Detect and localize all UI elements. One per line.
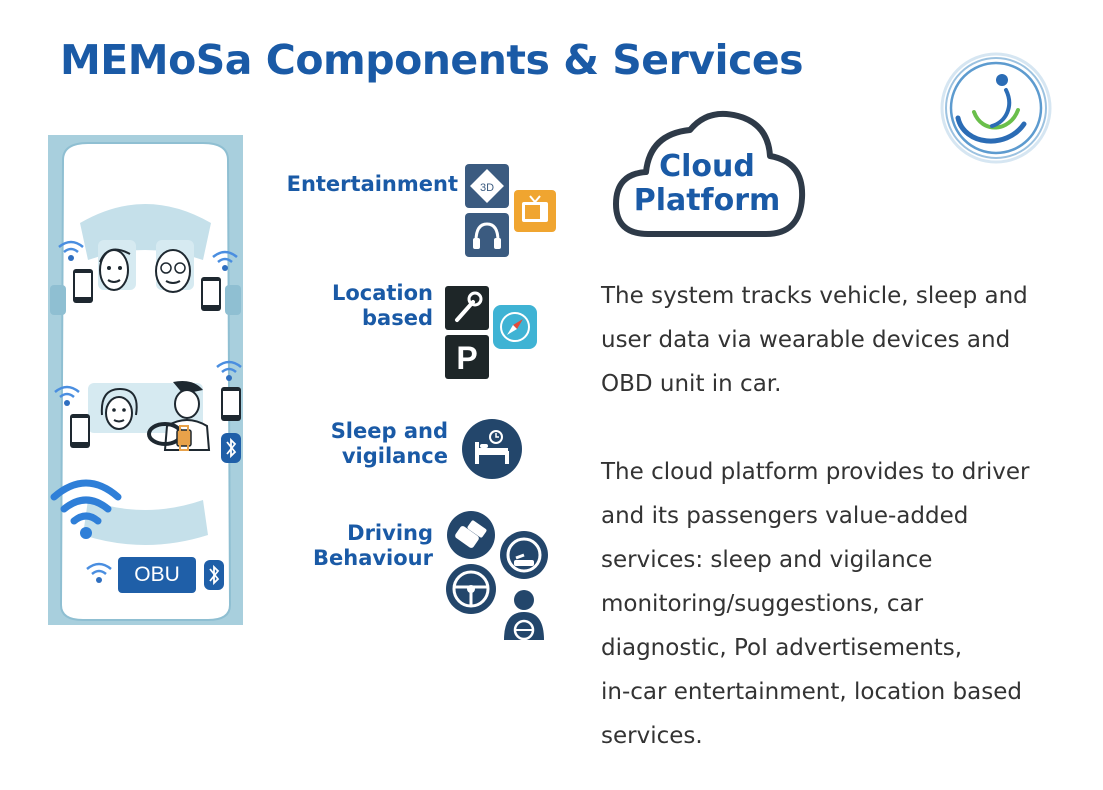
smartphone-icon <box>201 277 221 311</box>
parking-letter: P <box>456 340 477 376</box>
memosa-logo <box>940 52 1052 164</box>
wifi-icon <box>212 250 238 271</box>
text-line: The cloud platform provides to driver <box>601 459 1030 485</box>
text-line: The system tracks vehicle, sleep and <box>601 283 1028 309</box>
smartphone-icon <box>221 387 241 421</box>
woman-passenger-icon <box>100 387 138 430</box>
elderly-passenger-icon <box>155 249 191 293</box>
driver-with-watch-icon <box>147 381 211 451</box>
seatbelt-icon <box>447 511 495 559</box>
wifi-icon <box>58 240 84 261</box>
cloud-icon <box>613 110 806 237</box>
speedometer-icon <box>500 531 548 579</box>
category-entertainment: Entertainment <box>287 172 458 197</box>
obu-label: OBU <box>134 563 180 586</box>
text-line: diagnostic, PoI advertisements, <box>601 635 963 661</box>
bluetooth-icon <box>221 433 241 463</box>
tv-icon <box>514 190 556 232</box>
category-sleep-vigilance: Sleep and vigilance <box>331 419 448 469</box>
text-line: OBD unit in car. <box>601 371 782 397</box>
description-paragraph-2: The cloud platform provides to driver an… <box>601 450 1071 758</box>
smartphone-icon <box>70 414 90 448</box>
compass-icon <box>493 305 537 349</box>
3d-icon: 3D <box>465 164 509 208</box>
driver-icon <box>504 590 544 641</box>
wrench-icon <box>445 286 489 330</box>
category-driving-behaviour: Driving Behaviour <box>313 521 433 571</box>
description-paragraph-1: The system tracks vehicle, sleep and use… <box>601 274 1071 406</box>
cloud-label-line2: Platform <box>633 183 781 218</box>
sleep-label-line2: vigilance <box>341 444 448 468</box>
text-line: and its passengers value-added <box>601 503 969 529</box>
sleep-label-line1: Sleep and <box>330 419 448 443</box>
cloud-platform-label: Cloud Platform <box>608 150 806 218</box>
wifi-large-icon <box>50 479 122 539</box>
text-line: services. <box>601 723 703 749</box>
wifi-icon <box>216 360 242 381</box>
text-line: monitoring/suggestions, car <box>601 591 924 617</box>
location-label-line1: Location <box>331 281 433 305</box>
cloud-label-line1: Cloud <box>659 149 755 184</box>
text-line: in-car entertainment, location based <box>601 679 1022 705</box>
steering-wheel-icon <box>446 564 496 614</box>
wifi-icon <box>86 562 112 583</box>
obu-device: OBU <box>118 557 196 593</box>
driving-label-line2: Behaviour <box>313 546 433 570</box>
svg-text:3D: 3D <box>480 182 494 194</box>
location-label-line2: based <box>362 306 433 330</box>
car-interior-illustration: OBU <box>48 135 243 625</box>
bluetooth-icon <box>204 560 224 590</box>
wifi-icon <box>54 385 80 406</box>
driving-label-line1: Driving <box>347 521 433 545</box>
headphones-icon <box>465 213 509 257</box>
passenger-face-icon <box>99 248 131 291</box>
parking-icon: P <box>445 335 489 379</box>
text-line: user data via wearable devices and <box>601 327 1011 353</box>
smartphone-icon <box>73 269 93 303</box>
category-location-based: Location based <box>332 281 433 331</box>
entertainment-label: Entertainment <box>286 172 458 196</box>
bed-clock-icon <box>462 419 522 479</box>
page-title: MEMoSa Components & Services <box>60 36 804 84</box>
text-line: services: sleep and vigilance <box>601 547 933 573</box>
